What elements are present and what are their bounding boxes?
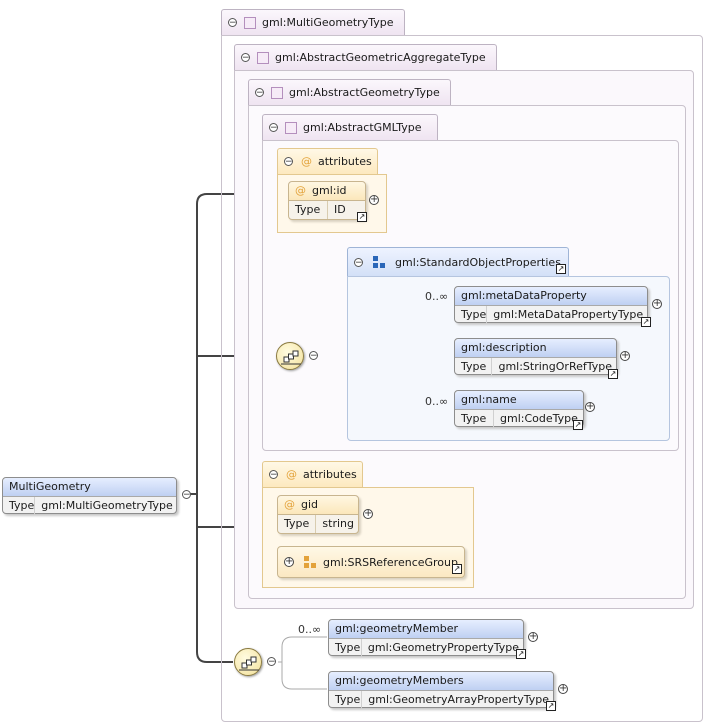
attribute-name: gml:id xyxy=(312,184,347,197)
type-value: gml:CodeType xyxy=(500,412,578,425)
type-label: Type xyxy=(293,201,328,219)
type-tab-geometry[interactable]: − gml:AbstractGeometryType xyxy=(248,79,451,105)
type-value: gml:GeometryPropertyType xyxy=(367,641,519,654)
type-value: gml:GeometryArrayPropertyType xyxy=(368,693,549,706)
expand-icon[interactable]: + xyxy=(369,194,379,205)
link-arrow-icon[interactable]: ↗ xyxy=(516,649,526,659)
type-name: gml:AbstractGMLType xyxy=(303,121,422,134)
collapse-icon[interactable]: − xyxy=(269,123,278,133)
attribute-icon: @ xyxy=(301,155,312,168)
attribute-icon: @ xyxy=(286,468,297,481)
element-geometry-member[interactable]: gml:geometryMember Type gml:GeometryPrope… xyxy=(328,619,524,657)
collapse-icon[interactable]: − xyxy=(354,257,363,268)
expand-icon[interactable]: + xyxy=(620,350,630,361)
type-tab-multigeometry[interactable]: − gml:MultiGeometryType xyxy=(221,9,405,35)
type-value: gml:MultiGeometryType xyxy=(41,499,173,512)
link-arrow-icon[interactable]: ↗ xyxy=(452,564,462,574)
link-arrow-icon[interactable]: ↗ xyxy=(556,264,566,274)
attribute-group-icon xyxy=(304,556,316,568)
element-gml-name[interactable]: gml:name Type gml:CodeType xyxy=(454,390,584,428)
group-name: gml:StandardObjectProperties xyxy=(395,255,561,269)
collapse-icon[interactable]: − xyxy=(228,18,237,28)
complex-type-icon xyxy=(257,51,269,64)
attributes-label: attributes xyxy=(303,468,357,481)
attributes-label: attributes xyxy=(318,155,372,168)
collapse-icon[interactable]: − xyxy=(267,657,276,667)
collapse-icon[interactable]: − xyxy=(255,88,264,98)
sequence-compositor-icon[interactable] xyxy=(234,648,262,676)
attribute-icon: @ xyxy=(284,498,295,511)
collapse-icon[interactable]: − xyxy=(182,490,191,500)
link-arrow-icon[interactable]: ↗ xyxy=(641,317,651,327)
complex-type-icon xyxy=(285,121,297,134)
expand-icon[interactable]: + xyxy=(363,508,373,519)
type-label: Type xyxy=(7,497,36,515)
link-arrow-icon[interactable]: ↗ xyxy=(546,701,556,711)
attribute-gml-id[interactable]: @ gml:id Type ID xyxy=(288,181,366,220)
type-name: gml:MultiGeometryType xyxy=(262,16,394,29)
type-value: ID xyxy=(334,203,346,216)
expand-icon[interactable]: + xyxy=(528,631,538,642)
type-name: gml:AbstractGeometricAggregateType xyxy=(275,51,486,64)
collapse-icon[interactable]: − xyxy=(241,53,250,63)
link-arrow-icon[interactable]: ↗ xyxy=(573,420,583,430)
complex-type-icon xyxy=(271,86,283,99)
type-value: gml:MetaDataPropertyType xyxy=(493,308,644,321)
element-metadata-property[interactable]: gml:metaDataProperty Type gml:MetaDataPro… xyxy=(454,286,648,324)
type-label: Type xyxy=(333,691,363,709)
element-name: gml:geometryMembers xyxy=(329,672,553,691)
attributes-tab[interactable]: −@ attributes xyxy=(262,461,363,487)
attribute-group-name: gml:SRSReferenceGroup xyxy=(323,555,458,569)
occurrence-label: 0..∞ xyxy=(425,395,449,408)
element-name: gml:geometryMember xyxy=(329,620,523,639)
type-tab-aggregate[interactable]: − gml:AbstractGeometricAggregateType xyxy=(234,44,497,70)
collapse-icon[interactable]: − xyxy=(309,351,318,361)
root-element-multigeometry[interactable]: MultiGeometry Type gml:MultiGeometryType xyxy=(2,477,177,515)
type-label: Type xyxy=(459,410,494,428)
expand-icon[interactable]: + xyxy=(585,401,595,412)
occurrence-label: 0..∞ xyxy=(425,290,449,303)
attributes-tab[interactable]: −@ attributes xyxy=(277,148,378,174)
element-description[interactable]: gml:description Type gml:StringOrRefType xyxy=(454,338,617,376)
collapse-icon[interactable]: − xyxy=(269,470,278,480)
type-value: string xyxy=(322,517,354,530)
attribute-icon: @ xyxy=(295,184,306,197)
sequence-compositor-icon[interactable] xyxy=(276,342,304,370)
type-label: Type xyxy=(459,306,488,324)
element-name: gml:description xyxy=(455,339,616,358)
type-box-multigeometry xyxy=(221,35,703,722)
type-label: Type xyxy=(282,515,317,533)
attribute-gid[interactable]: @ gid Type string xyxy=(277,495,359,534)
attribute-name: gid xyxy=(301,498,319,511)
type-name: gml:AbstractGeometryType xyxy=(289,86,440,99)
element-geometry-members[interactable]: gml:geometryMembers Type gml:GeometryArra… xyxy=(328,671,554,709)
element-name: gml:name xyxy=(455,391,583,410)
complex-type-icon xyxy=(244,16,256,29)
group-icon xyxy=(373,256,385,268)
attribute-group-srs-reference[interactable]: + gml:SRSReferenceGroup xyxy=(277,546,465,578)
link-arrow-icon[interactable]: ↗ xyxy=(608,369,618,379)
expand-icon[interactable]: + xyxy=(652,298,662,309)
collapse-icon[interactable]: − xyxy=(284,157,293,167)
type-label: Type xyxy=(333,639,362,657)
expand-icon[interactable]: + xyxy=(284,556,294,567)
element-name: gml:metaDataProperty xyxy=(455,287,647,306)
type-tab-gml[interactable]: − gml:AbstractGMLType xyxy=(262,114,438,140)
group-tab-standard-object-properties[interactable]: − gml:StandardObjectProperties xyxy=(347,247,569,276)
element-name: MultiGeometry xyxy=(3,478,176,497)
expand-icon[interactable]: + xyxy=(558,683,568,694)
occurrence-label: 0..∞ xyxy=(298,623,322,636)
type-value: gml:StringOrRefType xyxy=(498,360,612,373)
link-arrow-icon[interactable]: ↗ xyxy=(357,212,367,222)
type-label: Type xyxy=(459,358,493,376)
